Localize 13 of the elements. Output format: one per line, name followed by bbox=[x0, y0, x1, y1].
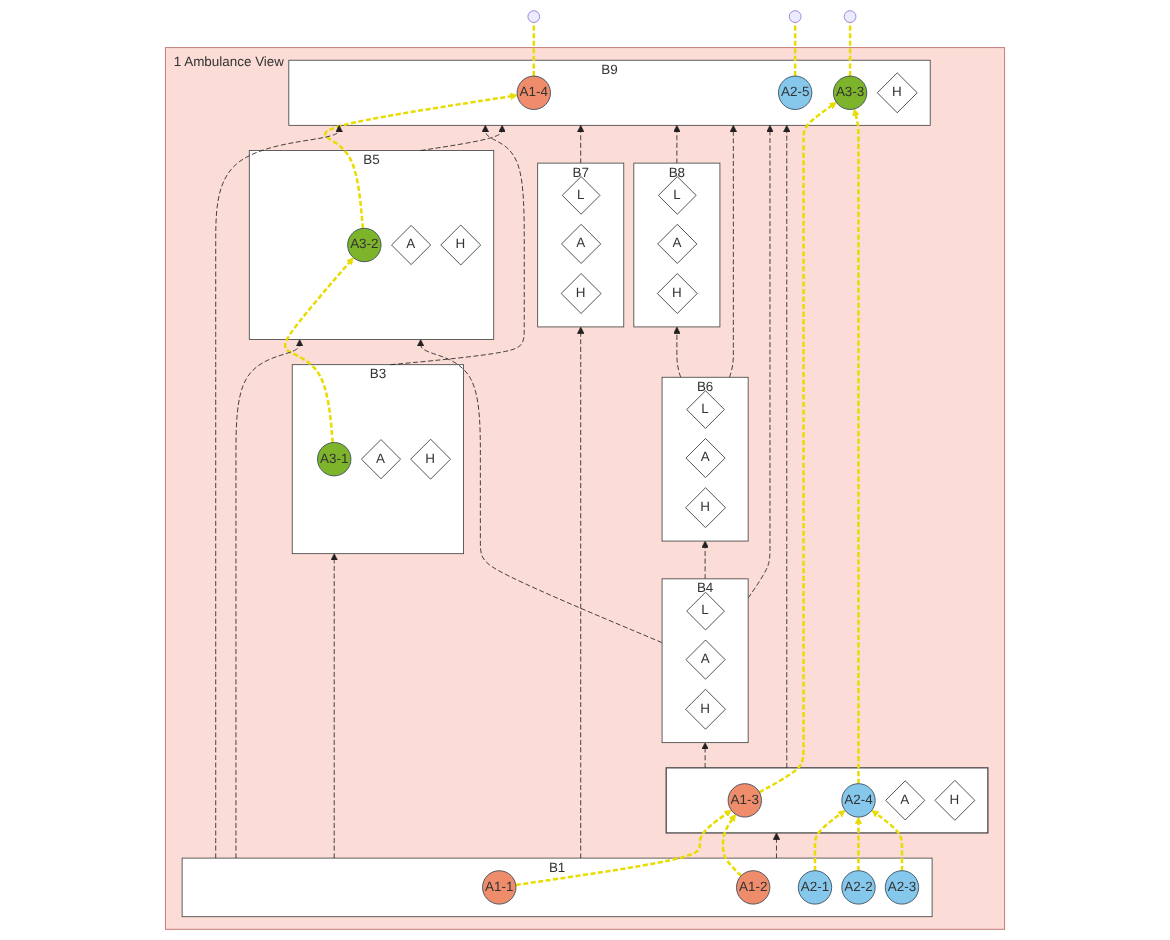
connector bbox=[532, 22, 536, 77]
arrow bbox=[758, 102, 837, 794]
arrow bbox=[324, 92, 518, 229]
arrow bbox=[721, 813, 743, 877]
connector bbox=[793, 22, 797, 77]
connector bbox=[848, 22, 852, 77]
arrow bbox=[852, 108, 860, 784]
arrow bbox=[813, 810, 846, 871]
cluster bbox=[665, 767, 989, 834]
arrow bbox=[854, 816, 863, 871]
arrow bbox=[871, 810, 904, 871]
arrow bbox=[283, 257, 354, 443]
arrow bbox=[515, 809, 732, 887]
